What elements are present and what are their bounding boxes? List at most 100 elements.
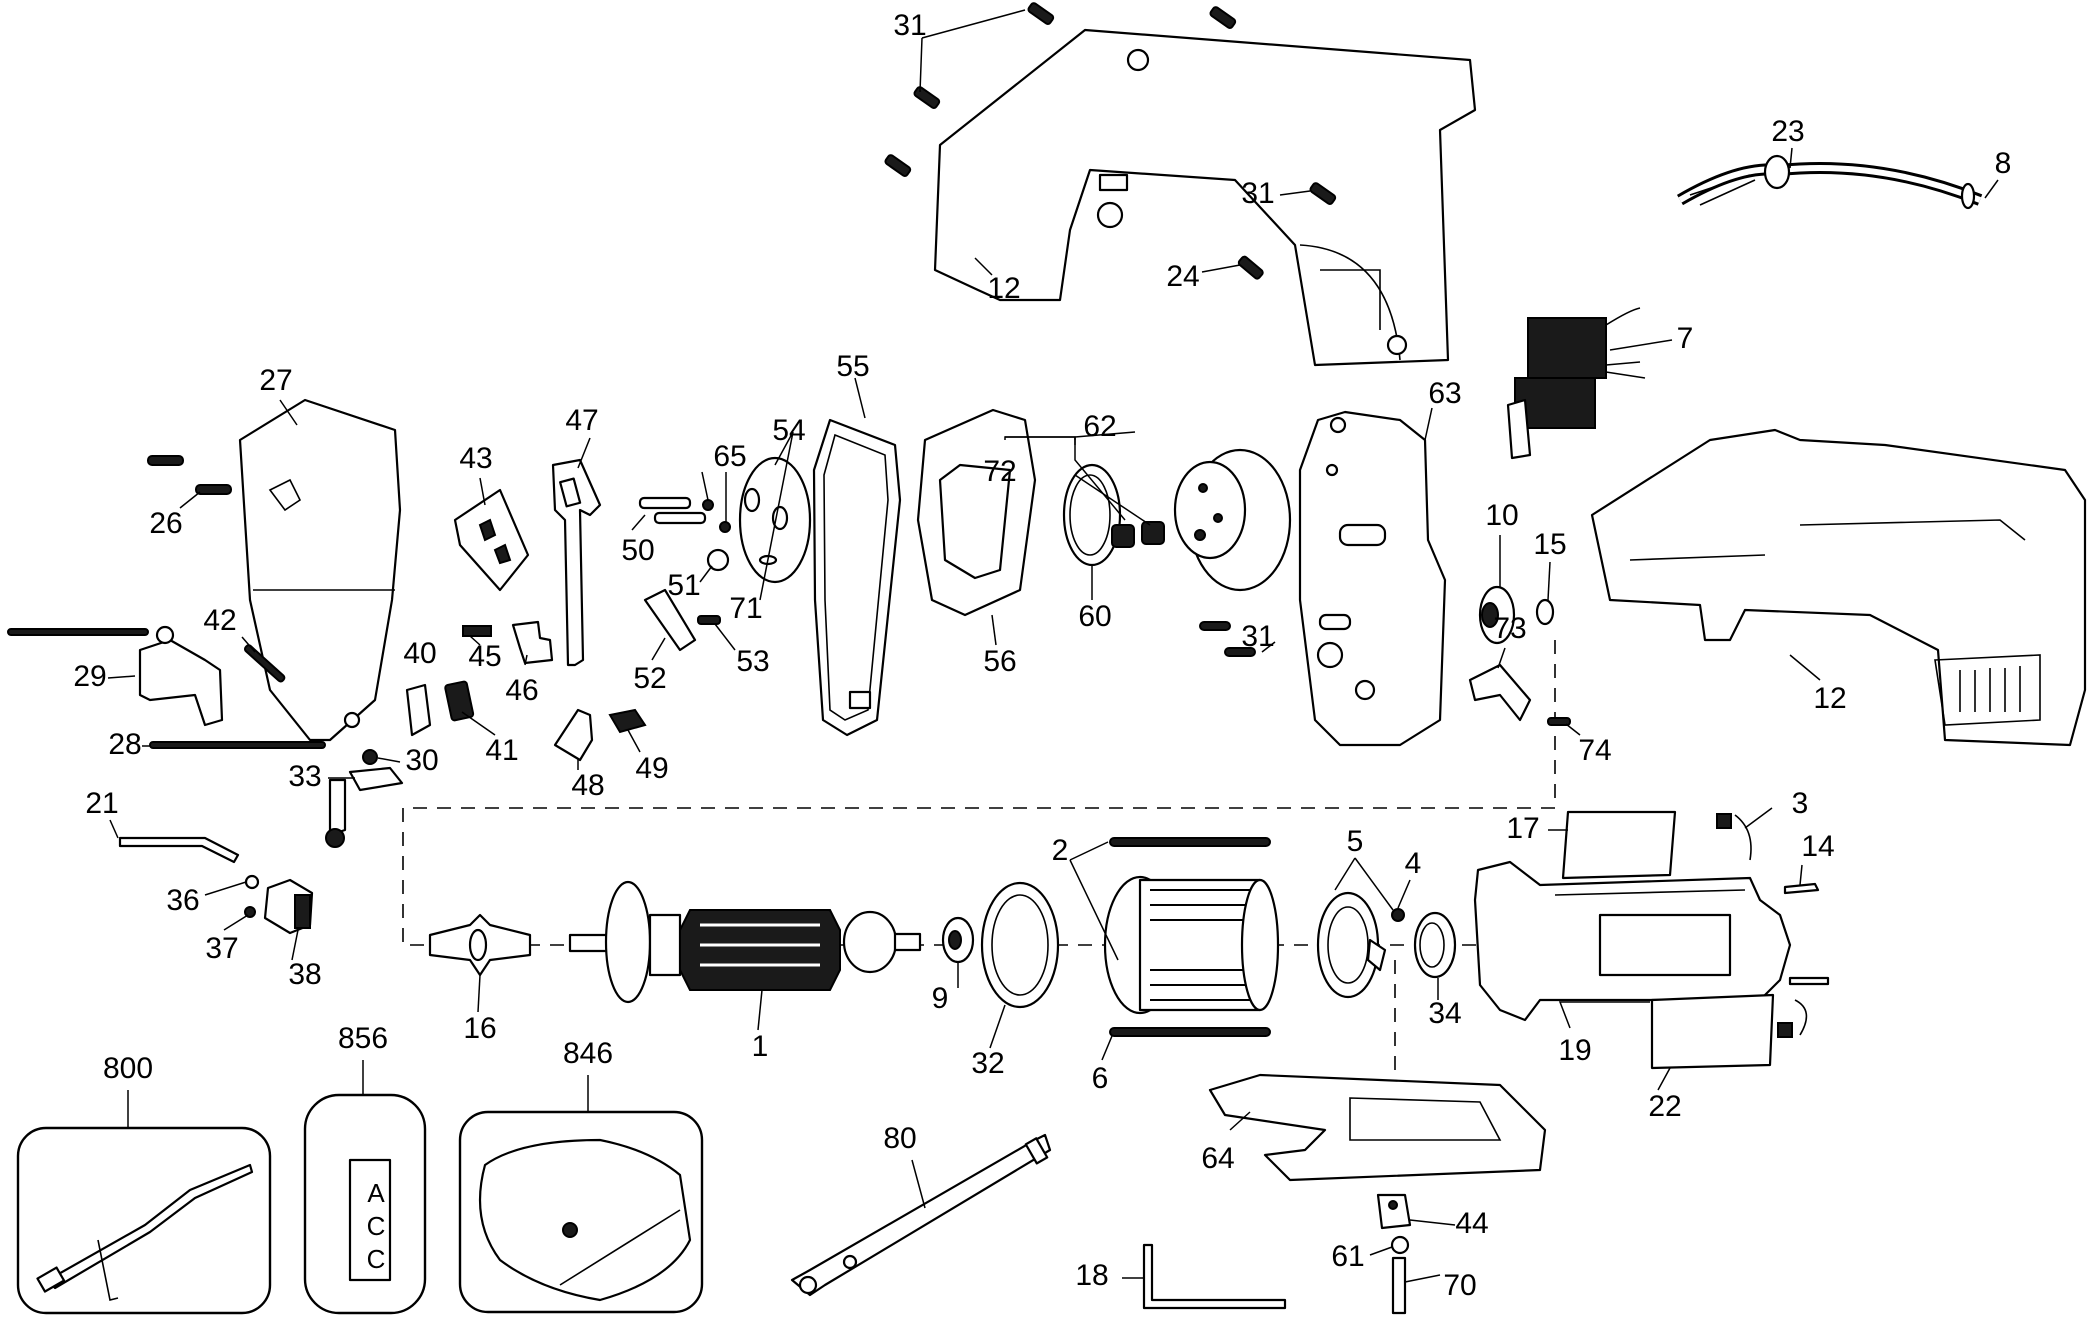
- gear-case-cover[interactable]: [238, 398, 402, 742]
- callout-64: 64: [1201, 1142, 1234, 1175]
- terminal-14[interactable]: [1783, 882, 1830, 986]
- hex-wrench-18[interactable]: [1142, 1243, 1287, 1310]
- clamp-73[interactable]: [1468, 663, 1532, 722]
- screw-53[interactable]: [697, 615, 721, 625]
- callout-49: 49: [635, 752, 668, 785]
- callout-leaders-mid-left: [461, 431, 794, 770]
- bushing-41[interactable]: [444, 680, 475, 722]
- screw-50-a[interactable]: [638, 496, 692, 510]
- brush-lower[interactable]: [1777, 999, 1808, 1038]
- slide-52[interactable]: [643, 588, 697, 652]
- callout-46: 46: [505, 674, 538, 707]
- ball-bearing-9[interactable]: [941, 916, 975, 964]
- callout-53: 53: [736, 645, 769, 678]
- power-cord[interactable]: [1676, 154, 1983, 210]
- screw-long-top[interactable]: [7, 628, 149, 636]
- bearing-34[interactable]: [1413, 911, 1457, 979]
- switch[interactable]: [1506, 307, 1646, 460]
- clip-49[interactable]: [608, 708, 647, 734]
- screw-50-b[interactable]: [653, 511, 707, 525]
- spring-45[interactable]: [462, 625, 492, 637]
- washer-30[interactable]: [362, 749, 378, 765]
- washer-61[interactable]: [1390, 1235, 1410, 1255]
- callout-48: 48: [571, 769, 604, 802]
- blade-clamp-bracket[interactable]: [138, 625, 224, 727]
- callout-leader-80: [911, 1159, 926, 1209]
- kit-box-800[interactable]: [16, 1126, 272, 1315]
- label-plate[interactable]: [453, 488, 530, 592]
- rip-fence-80[interactable]: [790, 1133, 1052, 1297]
- ball-bearing-10[interactable]: [1478, 585, 1516, 645]
- callout-6: 6: [1092, 1062, 1109, 1095]
- field-screw-6[interactable]: [1109, 1027, 1271, 1037]
- needle-bearing-72[interactable]: [1111, 521, 1165, 548]
- screw-24[interactable]: [1237, 255, 1264, 280]
- callout-15: 15: [1533, 528, 1566, 561]
- screw-31-mid[interactable]: [1309, 182, 1337, 205]
- hex-key-21[interactable]: [118, 836, 240, 864]
- field-screw-2[interactable]: [1109, 837, 1271, 847]
- callout-856: 856: [338, 1022, 388, 1055]
- callout-33: 33: [288, 760, 321, 793]
- screw-top-d[interactable]: [884, 154, 912, 177]
- kit-letter: C: [367, 1244, 386, 1274]
- screw-42[interactable]: [243, 644, 286, 683]
- shoe-clamp-44[interactable]: [1376, 1193, 1412, 1230]
- screw-28[interactable]: [149, 741, 326, 749]
- ball-36[interactable]: [244, 874, 260, 890]
- screw-26-b[interactable]: [195, 484, 232, 495]
- screw-31-gearcase-b[interactable]: [1224, 647, 1256, 657]
- gear-assembly-62[interactable]: [1173, 448, 1292, 592]
- roller-support-48[interactable]: [553, 708, 594, 762]
- spring-4[interactable]: [1391, 908, 1405, 922]
- screw-74[interactable]: [1547, 717, 1571, 726]
- callout-63: 63: [1428, 377, 1461, 410]
- callout-12: 12: [987, 272, 1020, 305]
- lever[interactable]: [551, 458, 602, 667]
- blade-roller-guide[interactable]: [325, 766, 404, 848]
- screw-31-top-b[interactable]: [913, 86, 941, 109]
- field-assembly[interactable]: [1103, 875, 1280, 1015]
- armature-1[interactable]: [568, 880, 922, 1004]
- baffle-16[interactable]: [428, 913, 532, 977]
- gear-case-63[interactable]: [1298, 410, 1447, 747]
- kit-letter: A: [367, 1178, 385, 1208]
- callout-70: 70: [1443, 1269, 1476, 1302]
- nut-51[interactable]: [706, 548, 730, 572]
- callout-4: 4: [1405, 847, 1422, 880]
- callout-50: 50: [621, 534, 654, 567]
- screw-31-gearcase-a[interactable]: [1199, 621, 1231, 631]
- screw-31-top-a[interactable]: [1027, 2, 1055, 25]
- guide-46[interactable]: [511, 620, 554, 665]
- callout-36: 36: [166, 884, 199, 917]
- retaining-ring-15[interactable]: [1535, 598, 1555, 626]
- seal-40[interactable]: [405, 683, 432, 737]
- kit-box-856[interactable]: [303, 1093, 427, 1315]
- gasket-55[interactable]: [812, 418, 902, 737]
- nameplate-17[interactable]: [1561, 810, 1677, 880]
- fan-baffle-32[interactable]: [980, 881, 1060, 1009]
- callout-10: 10: [1485, 499, 1518, 532]
- motor-housing-19[interactable]: [1473, 860, 1792, 1022]
- blade-clamp-38[interactable]: [263, 878, 314, 935]
- callout-29: 29: [73, 660, 106, 693]
- housing-half-left[interactable]: [933, 28, 1477, 367]
- screw-70[interactable]: [1391, 1256, 1407, 1315]
- callout-60: 60: [1078, 600, 1111, 633]
- brush-3[interactable]: [1716, 813, 1752, 861]
- screw-26-a[interactable]: [147, 455, 184, 466]
- screw-top-c[interactable]: [1209, 6, 1237, 29]
- housing-half-right[interactable]: [1590, 428, 2087, 747]
- callout-leader-7: [1609, 339, 1673, 351]
- callout-leaders-left: [107, 636, 401, 779]
- label-22[interactable]: [1650, 993, 1775, 1070]
- kit-box-846[interactable]: [458, 1110, 704, 1314]
- kit-856-letters: A C C: [367, 1178, 386, 1274]
- shoe-64[interactable]: [1208, 1073, 1547, 1182]
- brush-holder-5[interactable]: [1316, 891, 1387, 999]
- callout-800: 800: [103, 1052, 153, 1085]
- callout-leader-55: [854, 377, 866, 419]
- callout-8: 8: [1995, 147, 2012, 180]
- gear-case-plate-56[interactable]: [916, 408, 1037, 617]
- callout-52: 52: [633, 662, 666, 695]
